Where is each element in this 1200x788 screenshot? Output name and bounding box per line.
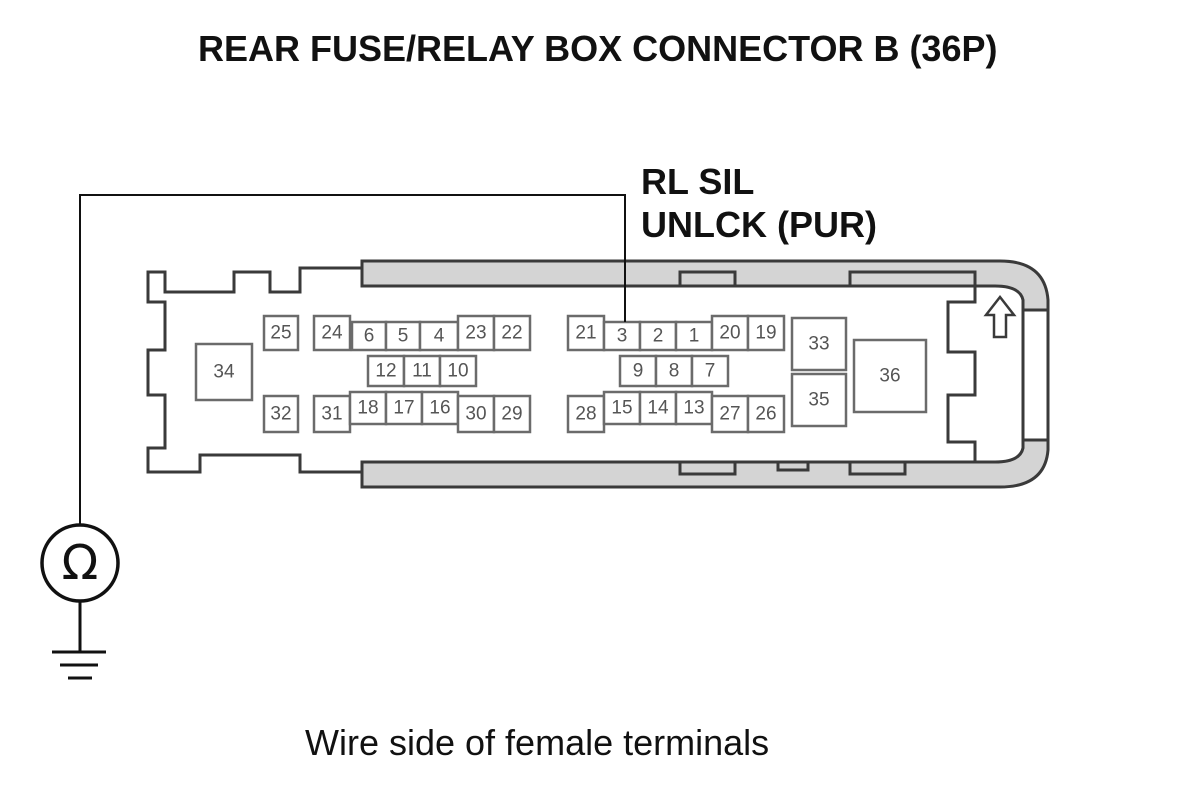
terminal-2: 2 bbox=[638, 320, 678, 352]
terminal-15: 15 bbox=[602, 390, 642, 426]
svg-text:28: 28 bbox=[575, 404, 596, 425]
svg-text:2: 2 bbox=[653, 326, 664, 347]
svg-text:16: 16 bbox=[429, 398, 450, 419]
terminal-22: 22 bbox=[492, 314, 532, 352]
svg-text:10: 10 bbox=[447, 361, 468, 382]
svg-text:26: 26 bbox=[755, 404, 776, 425]
terminal-25: 25 bbox=[262, 314, 300, 352]
svg-text:20: 20 bbox=[719, 323, 740, 344]
svg-text:14: 14 bbox=[647, 398, 669, 419]
svg-text:8: 8 bbox=[669, 361, 680, 382]
svg-text:3: 3 bbox=[617, 326, 628, 347]
terminal-35: 35 bbox=[790, 372, 848, 428]
svg-text:13: 13 bbox=[683, 398, 704, 419]
svg-text:12: 12 bbox=[375, 361, 396, 382]
terminal-26: 26 bbox=[746, 394, 786, 434]
wire-label-line1: RL SIL bbox=[641, 161, 754, 202]
svg-text:17: 17 bbox=[393, 398, 414, 419]
connector-body-outline bbox=[146, 266, 364, 474]
svg-text:33: 33 bbox=[808, 334, 829, 355]
svg-text:11: 11 bbox=[412, 361, 432, 382]
terminal-4: 4 bbox=[418, 320, 460, 352]
terminal-19: 19 bbox=[746, 314, 786, 352]
svg-text:9: 9 bbox=[633, 361, 644, 382]
terminal-16: 16 bbox=[420, 390, 460, 426]
svg-text:1: 1 bbox=[689, 326, 700, 347]
svg-text:15: 15 bbox=[611, 398, 632, 419]
svg-text:18: 18 bbox=[357, 398, 378, 419]
terminal-1: 1 bbox=[674, 320, 714, 352]
svg-text:19: 19 bbox=[755, 323, 776, 344]
terminal-grid: 25 24 6 5 4 23 22 21 3 2 1 20 19 12 11 1… bbox=[194, 314, 928, 434]
svg-text:23: 23 bbox=[465, 323, 486, 344]
terminal-32: 32 bbox=[262, 394, 300, 434]
terminal-33: 33 bbox=[790, 316, 848, 372]
terminal-8: 8 bbox=[654, 354, 694, 388]
svg-text:22: 22 bbox=[501, 323, 522, 344]
terminal-29: 29 bbox=[492, 394, 532, 434]
up-arrow-icon bbox=[983, 294, 1017, 339]
terminal-18: 18 bbox=[348, 390, 388, 426]
svg-text:21: 21 bbox=[575, 323, 596, 344]
svg-text:6: 6 bbox=[364, 326, 375, 347]
terminal-6: 6 bbox=[350, 320, 388, 352]
svg-text:30: 30 bbox=[465, 404, 486, 425]
terminal-7: 7 bbox=[690, 354, 730, 388]
svg-text:27: 27 bbox=[719, 404, 740, 425]
svg-text:4: 4 bbox=[434, 326, 445, 347]
terminal-12: 12 bbox=[366, 354, 406, 388]
connector-housing bbox=[146, 259, 1050, 489]
svg-text:31: 31 bbox=[321, 404, 342, 425]
svg-text:24: 24 bbox=[321, 323, 343, 344]
terminal-13: 13 bbox=[674, 390, 714, 426]
svg-text:34: 34 bbox=[213, 362, 235, 383]
diagram-title: REAR FUSE/RELAY BOX CONNECTOR B (36P) bbox=[198, 28, 997, 69]
terminal-28: 28 bbox=[566, 394, 606, 434]
svg-text:35: 35 bbox=[808, 390, 829, 411]
terminal-11: 11 bbox=[402, 354, 442, 388]
terminal-9: 9 bbox=[618, 354, 658, 388]
probe-wire bbox=[79, 194, 626, 525]
ohmmeter-icon: Ω bbox=[40, 523, 120, 603]
svg-text:25: 25 bbox=[270, 323, 291, 344]
terminal-30: 30 bbox=[456, 394, 496, 434]
svg-text:29: 29 bbox=[501, 404, 522, 425]
terminal-24: 24 bbox=[312, 314, 352, 352]
terminal-20: 20 bbox=[710, 314, 750, 352]
terminal-31: 31 bbox=[312, 394, 352, 434]
terminal-23: 23 bbox=[456, 314, 496, 352]
terminal-27: 27 bbox=[710, 394, 750, 434]
svg-text:7: 7 bbox=[705, 361, 716, 382]
terminal-5: 5 bbox=[384, 320, 422, 352]
terminal-34: 34 bbox=[194, 342, 254, 402]
terminal-36: 36 bbox=[852, 338, 928, 414]
diagram-caption: Wire side of female terminals bbox=[305, 722, 769, 763]
svg-text:32: 32 bbox=[270, 404, 291, 425]
svg-text:5: 5 bbox=[398, 326, 409, 347]
terminal-10: 10 bbox=[438, 354, 478, 388]
terminal-3: 3 bbox=[602, 320, 642, 352]
ohm-symbol: Ω bbox=[62, 535, 99, 591]
svg-text:36: 36 bbox=[879, 366, 900, 387]
terminal-21: 21 bbox=[566, 314, 606, 352]
wire-label-line2: UNLCK (PUR) bbox=[641, 204, 877, 245]
terminal-17: 17 bbox=[384, 390, 424, 426]
terminal-14: 14 bbox=[638, 390, 678, 426]
ground-icon bbox=[52, 601, 106, 680]
